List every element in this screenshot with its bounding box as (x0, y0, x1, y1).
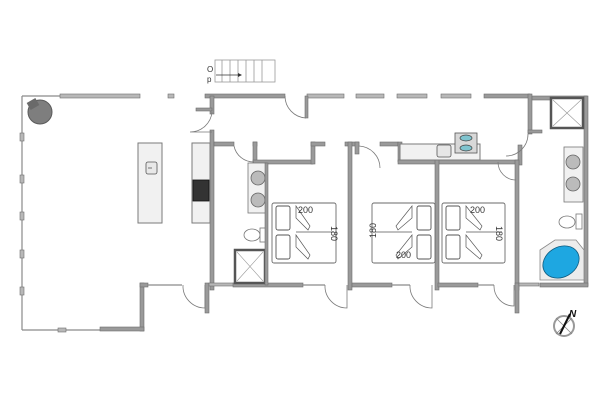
kitchenette (399, 132, 481, 161)
bottom-walls (99, 282, 589, 332)
terrace-outline (19, 95, 100, 333)
bed-width-dimension: 180 (368, 223, 378, 238)
toilet-icon (243, 228, 261, 242)
toilet-icon (558, 215, 576, 229)
stove-icon (192, 179, 210, 202)
stairs-label-up: O (207, 65, 213, 74)
bed-3: 200 180 (441, 202, 506, 264)
compass-label: N (569, 309, 577, 320)
bed-length-dimension: 200 (396, 250, 411, 260)
sink-icon (436, 144, 452, 158)
bed-length-dimension: 200 (470, 205, 485, 215)
bed-2: 200 180 (368, 202, 436, 264)
kitchen-island (137, 142, 163, 224)
stairs-label-down: p (207, 75, 212, 84)
bathroom-1 (233, 162, 269, 286)
wood-stove-icon (26, 98, 53, 125)
stairs: O p (207, 59, 276, 84)
washbasin-icon (565, 154, 581, 170)
bed-width-dimension: 180 (494, 226, 504, 241)
washbasin-icon (250, 192, 266, 208)
washbasin-icon (565, 176, 581, 192)
bed-width-dimension: 180 (329, 226, 339, 241)
north-compass-icon: N (553, 309, 577, 337)
bathroom-2 (539, 96, 585, 281)
bed-1: 200 180 (271, 202, 339, 264)
bathtub-icon (542, 245, 580, 279)
washbasin-icon (250, 170, 266, 186)
bed-length-dimension: 200 (298, 205, 313, 215)
top-wall (59, 93, 589, 287)
kitchen-counter (191, 142, 211, 224)
